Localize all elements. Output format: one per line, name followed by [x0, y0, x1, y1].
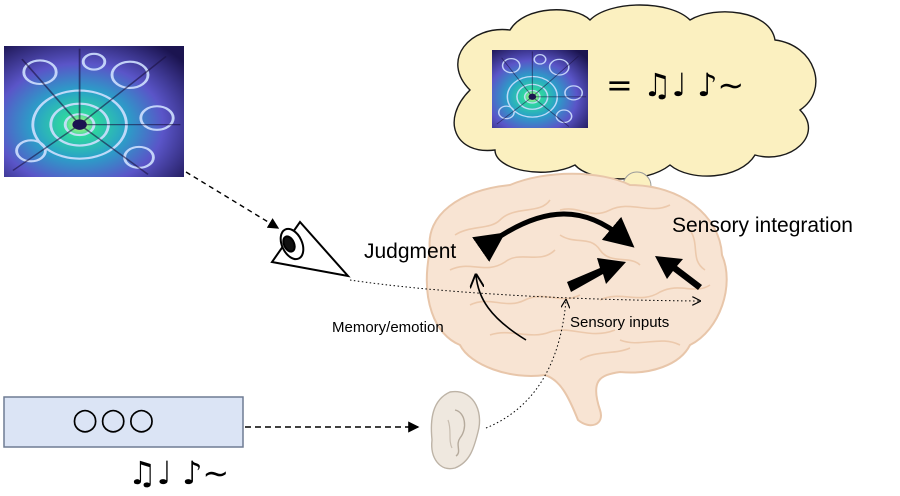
visual-pathway	[349, 279, 700, 301]
music-notes-label: ♫♩ ♪∼	[128, 454, 230, 492]
sensory-input-arrow-right	[655, 256, 702, 290]
fractal-image-small	[492, 50, 588, 128]
judgment-integration-arrow	[472, 211, 635, 262]
thought-cloud	[453, 4, 817, 180]
image-to-eye-arrow	[185, 171, 280, 229]
fractal-image-large	[4, 46, 184, 177]
ear-icon	[430, 390, 481, 470]
brain	[425, 172, 728, 427]
sensory-input-arrow-left	[567, 258, 626, 292]
auditory-pathway	[485, 300, 566, 429]
judgment-label: Judgment	[364, 240, 457, 263]
sound-box-text: ○○○	[72, 402, 157, 437]
memory-to-judgment-arrow	[476, 275, 527, 341]
cloud-equation-label: = ♫♩ ♪∼	[606, 66, 745, 104]
eye-icon	[270, 220, 351, 278]
sensory-integration-label: Sensory integration	[672, 214, 853, 237]
sound-box	[3, 396, 244, 448]
memory-emotion-label: Memory/emotion	[332, 319, 444, 336]
sensory-inputs-label: Sensory inputs	[570, 314, 670, 331]
